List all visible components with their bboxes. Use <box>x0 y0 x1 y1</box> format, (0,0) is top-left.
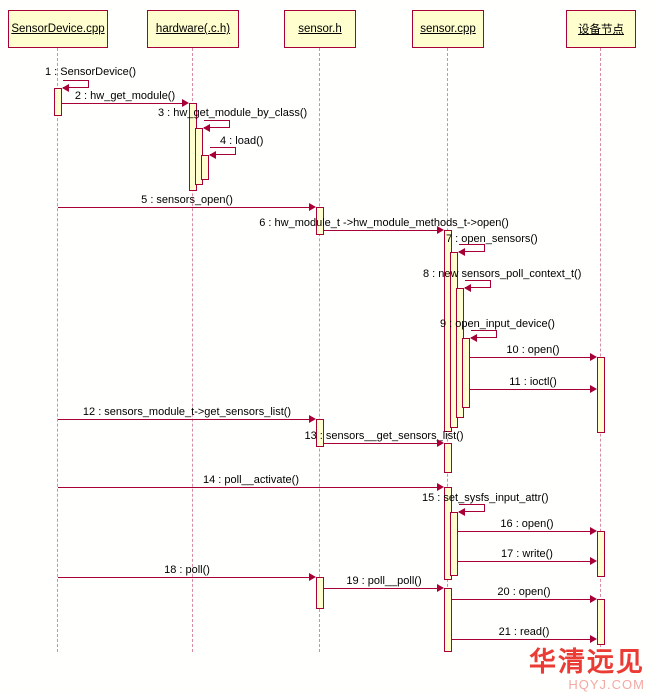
arrowhead-icon <box>209 151 216 159</box>
message-label: 1 : SensorDevice() <box>45 66 137 78</box>
self-message-line <box>63 80 89 88</box>
arrowhead-icon <box>62 84 69 92</box>
activation-bar <box>444 588 452 652</box>
message-label: 4 : load() <box>220 135 264 147</box>
message-arrow <box>324 588 437 589</box>
message-label: 21 : read() <box>498 626 550 638</box>
arrowhead-icon <box>590 353 597 361</box>
message-label: 5 : sensors_open() <box>141 194 233 206</box>
lifeline-sensor-h <box>319 48 320 652</box>
arrowhead-icon <box>458 508 465 516</box>
watermark-cn-text: 华清远见 <box>529 647 645 678</box>
lifeline-head-sensor-h: sensor.h <box>284 10 356 48</box>
message-arrow <box>470 389 590 390</box>
arrowhead-icon <box>458 248 465 256</box>
lifeline-device-node <box>600 48 601 652</box>
message-label: 14 : poll__activate() <box>203 474 299 486</box>
self-message-line <box>459 504 485 512</box>
activation-bar <box>597 357 605 433</box>
lifeline-label: SensorDevice.cpp <box>11 23 105 35</box>
message-label: 10 : open() <box>506 344 560 356</box>
message-label: 17 : write() <box>501 548 553 560</box>
arrowhead-icon <box>470 334 477 342</box>
message-arrow <box>58 487 437 488</box>
message-arrow <box>62 103 182 104</box>
activation-bar <box>444 443 452 473</box>
message-label: 13 : sensors__get_sensors_list() <box>304 430 464 442</box>
arrowhead-icon <box>590 527 597 535</box>
lifeline-head-sensordevice: SensorDevice.cpp <box>8 10 108 48</box>
message-label: 16 : open() <box>500 518 554 530</box>
message-arrow <box>470 357 590 358</box>
activation-bar <box>450 512 458 576</box>
arrowhead-icon <box>437 226 444 234</box>
message-label: 15 : set_sysfs_input_attr() <box>422 492 549 504</box>
message-label: 20 : open() <box>497 586 551 598</box>
self-message-line <box>459 244 485 252</box>
arrowhead-icon <box>309 573 316 581</box>
self-message-line <box>204 120 230 128</box>
activation-bar <box>597 599 605 645</box>
lifeline-head-device-node: 设备节点 <box>566 10 636 48</box>
message-label: 19 : poll__poll() <box>346 575 422 587</box>
lifeline-head-hardware: hardware(.c.h) <box>147 10 239 48</box>
arrowhead-icon <box>203 124 210 132</box>
watermark-en-text: HQYJ.COM <box>568 676 645 692</box>
arrowhead-icon <box>590 595 597 603</box>
arrowhead-icon <box>437 584 444 592</box>
message-label: 2 : hw_get_module() <box>74 90 176 102</box>
message-arrow <box>58 419 309 420</box>
message-label: 18 : poll() <box>164 564 210 576</box>
arrowhead-icon <box>309 203 316 211</box>
arrowhead-icon <box>464 284 471 292</box>
message-arrow <box>452 599 590 600</box>
message-label: 8 : new sensors_poll_context_t() <box>423 268 582 280</box>
message-label: 11 : ioctl() <box>509 376 557 388</box>
message-arrow <box>58 577 309 578</box>
arrowhead-icon <box>437 483 444 491</box>
arrowhead-icon <box>309 415 316 423</box>
message-label: 6 : hw_module_t ->hw_module_methods_t->o… <box>259 217 509 229</box>
message-arrow <box>452 639 590 640</box>
lifeline-label: hardware(.c.h) <box>155 23 231 35</box>
message-arrow <box>58 207 309 208</box>
message-label: 9 : open_input_device() <box>440 318 555 330</box>
message-arrow <box>458 531 590 532</box>
message-label: 12 : sensors_module_t->get_sensors_list(… <box>82 406 292 418</box>
message-arrow <box>324 443 437 444</box>
arrowhead-icon <box>182 99 189 107</box>
activation-bar <box>54 88 62 116</box>
message-label: 3 : hw_get_module_by_class() <box>158 107 308 119</box>
activation-bar <box>462 338 470 408</box>
self-message-line <box>471 330 497 338</box>
activation-bar <box>316 207 324 235</box>
activation-bar <box>316 577 324 609</box>
lifeline-hardware <box>192 48 193 652</box>
watermark: 华清远见 HQYJ.COM <box>529 647 645 692</box>
activation-bar <box>316 419 324 447</box>
arrowhead-icon <box>590 385 597 393</box>
self-message-line <box>465 280 491 288</box>
lifeline-sensordevice <box>57 48 58 652</box>
arrowhead-icon <box>437 439 444 447</box>
lifeline-label: sensor.cpp <box>420 23 476 35</box>
message-arrow <box>324 230 437 231</box>
lifeline-head-sensor-cpp: sensor.cpp <box>412 10 484 48</box>
arrowhead-icon <box>590 557 597 565</box>
arrowhead-icon <box>590 635 597 643</box>
lifeline-label: 设备节点 <box>578 24 624 36</box>
message-label: 7 : open_sensors() <box>446 233 538 245</box>
lifeline-label: sensor.h <box>298 23 342 35</box>
activation-bar <box>597 531 605 577</box>
message-arrow <box>458 561 590 562</box>
self-message-line <box>210 147 236 155</box>
activation-bar <box>201 155 209 180</box>
